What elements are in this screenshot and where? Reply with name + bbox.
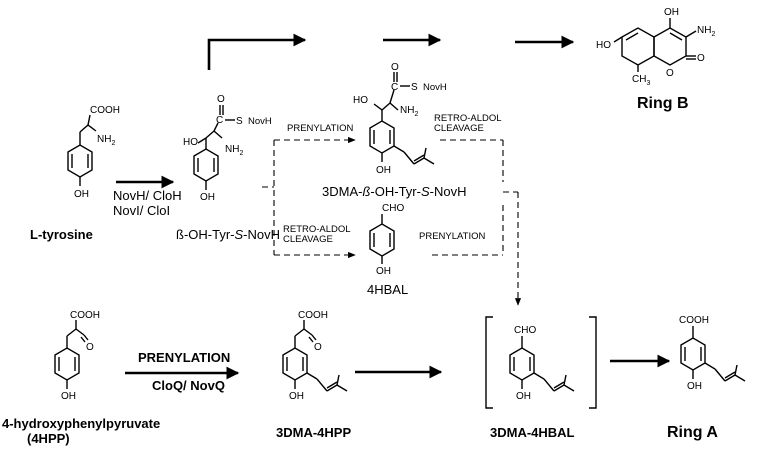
beta-oh-tyr-novh: NovH (248, 116, 272, 127)
3dma-4hbal-cho: CHO (514, 325, 536, 336)
left-bracket (485, 316, 493, 409)
beta-oh-tyr-structure: O C S NovH HO NH2 OH (183, 94, 272, 203)
3dma-4hbal-oh: OH (516, 391, 531, 402)
step-retro-aldol-bottom-2: CLEAVAGE (283, 234, 333, 245)
ring-b-keto-o: O (697, 53, 705, 64)
beta-oh-tyr-carbonyl-o: O (217, 94, 225, 105)
dma-beta-nh2: NH2 (400, 105, 418, 118)
l-tyrosine-label: L-tyrosine (30, 227, 93, 242)
step-retro-aldol-bottom-1: RETRO-ALDOL (283, 224, 351, 235)
ring-b-ho: HO (596, 40, 611, 51)
enzyme-cloq-novq: CloQ/ NovQ (152, 378, 225, 393)
ring-a-structure: COOH OH (679, 315, 746, 392)
dma-beta-c: C (391, 82, 398, 93)
ring-a-cooh: COOH (679, 315, 709, 326)
3dma-4hpp-structure: COOH O OH (282, 310, 348, 402)
beta-oh-tyr-ho: HO (183, 137, 198, 148)
beta-oh-tyr-label: ß-OH-Tyr-S-NovH (176, 227, 280, 242)
ring-b-ch3: CH3 (632, 74, 650, 87)
4hpp-oh: OH (61, 391, 76, 402)
l-tyrosine-structure: COOH NH2 OH (67, 105, 120, 200)
enzyme-novh-cloh: NovH/ CloH (113, 188, 182, 203)
4hbal-structure: CHO OH (369, 203, 404, 277)
beta-oh-tyr-oh: OH (200, 192, 215, 203)
right-bracket (589, 316, 597, 409)
dma-beta-oh-tyr-structure: O C S NovH HO NH2 OH (353, 62, 447, 176)
3dma-4hpp-keto-o: O (314, 342, 322, 353)
4hpp-label-1: 4-hydroxyphenylpyruvate (2, 416, 160, 431)
ring-b-oh: OH (664, 7, 679, 18)
3dma-4hbal-label: 3DMA-4HBAL (490, 425, 575, 440)
ring-b-ring-o: O (666, 68, 674, 79)
3dma-4hpp-label: 3DMA-4HPP (276, 425, 351, 440)
l-tyrosine-oh: OH (74, 189, 89, 200)
4hpp-cooh: COOH (70, 310, 100, 321)
dma-beta-oh-tyr-label: 3DMA-ß-OH-Tyr-S-NovH (322, 184, 466, 199)
ring-b-label: Ring B (637, 95, 689, 112)
4hpp-structure: COOH O OH (54, 310, 100, 402)
step-prenylation-bottom: PRENYLATION (419, 231, 485, 242)
dma-beta-novh: NovH (423, 82, 447, 93)
dma-beta-ho: HO (353, 95, 368, 106)
4hbal-cho: CHO (382, 203, 404, 214)
step-retro-aldol-top-2: CLEAVAGE (434, 123, 484, 134)
dashed-branch-arrows (262, 136, 522, 306)
4hbal-label: 4HBAL (367, 282, 408, 297)
bent-arrow (207, 33, 307, 70)
top-pathway-arrows (207, 33, 575, 70)
beta-oh-tyr-s: S (236, 116, 243, 127)
4hbal-oh: OH (376, 266, 391, 277)
beta-oh-tyr-nh2: NH2 (225, 144, 243, 157)
enzyme-novi-cloi: NovI/ CloI (113, 203, 170, 218)
step-prenylation-main: PRENYLATION (138, 350, 230, 365)
ring-b-structure: OH NH2 O O HO CH3 (596, 7, 715, 87)
3dma-4hpp-cooh: COOH (298, 310, 328, 321)
dma-beta-carbonyl-o: O (391, 62, 399, 73)
3dma-4hpp-oh: OH (289, 391, 304, 402)
beta-oh-tyr-c: C (216, 115, 223, 126)
ring-a-oh: OH (687, 381, 702, 392)
dma-beta-oh: OH (376, 165, 391, 176)
ring-a-label: Ring A (667, 424, 718, 441)
4hpp-label-2: (4HPP) (27, 431, 70, 446)
step-retro-aldol-top-1: RETRO-ALDOL (434, 113, 502, 124)
l-tyrosine-cooh: COOH (90, 105, 120, 116)
l-tyrosine-nh2: NH2 (97, 134, 115, 147)
4hpp-keto-o: O (86, 342, 94, 353)
3dma-4hbal-structure: CHO OH (485, 316, 597, 409)
ring-b-nh2: NH2 (697, 25, 715, 38)
dma-beta-s: S (411, 82, 418, 93)
step-prenylation-top: PRENYLATION (287, 123, 353, 134)
